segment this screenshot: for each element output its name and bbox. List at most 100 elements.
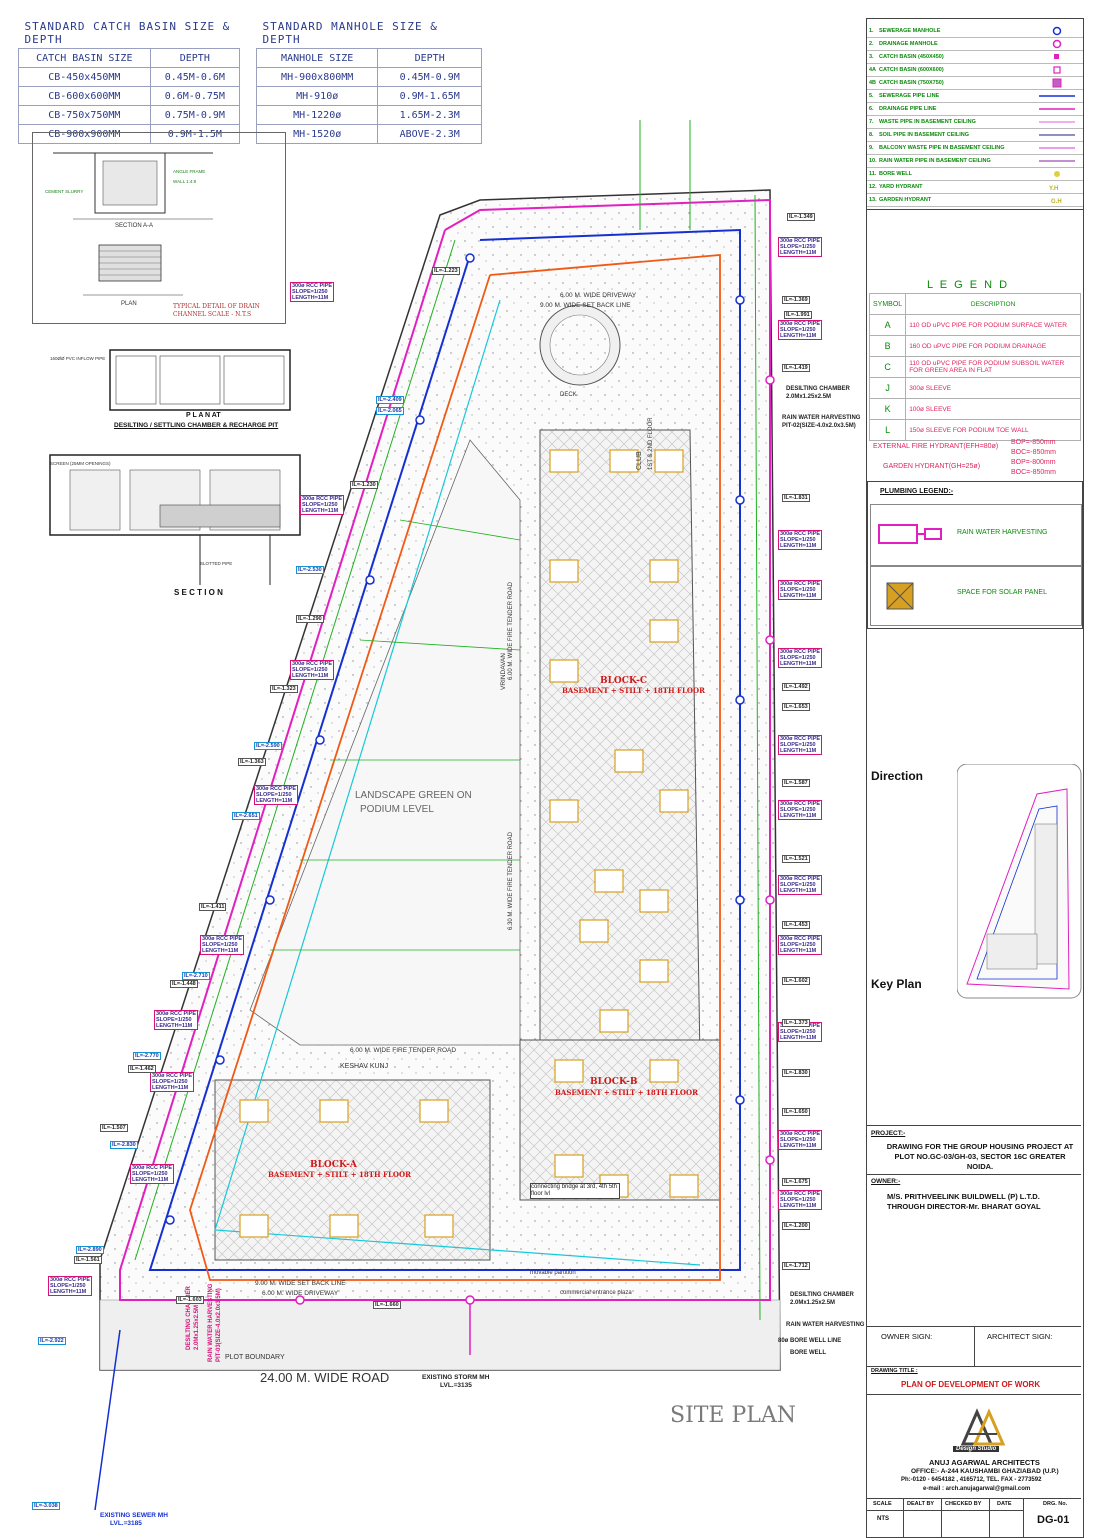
callout-line: LENGTH=11M: [780, 250, 817, 256]
callout-line: SLOPE=1/250: [256, 792, 292, 798]
il-callout: IL=-1.831: [782, 494, 810, 502]
cb-depth: 0.9M-1.5M: [149, 124, 241, 144]
gh-boc: BOC=-850mm: [1011, 469, 1056, 476]
section-aa-label: SECTION A-A: [115, 223, 154, 229]
divider: [974, 1326, 975, 1366]
catch-basin-table: STANDARD CATCH BASIN SIZE & DEPTH CATCH …: [18, 18, 241, 144]
il-callout: IL=-1.349: [787, 213, 815, 221]
il-callout: IL=-1.448: [170, 980, 198, 988]
rwh-a-label: RAIN WATER HARVESTING: [208, 1283, 214, 1362]
site-plan-drawing: [94, 120, 781, 1511]
legend-text: CATCH BASIN (450X450): [879, 54, 944, 60]
legend-no: 10.: [869, 158, 877, 164]
callout-line: 300ø RCC PIPE: [780, 1191, 821, 1197]
efh-label: EXTERNAL FIRE HYDRANT(EFH=80ø): [873, 443, 999, 450]
il-callout: IL=-2.890: [76, 1246, 104, 1254]
callout-line: 300ø RCC PIPE: [256, 786, 297, 792]
driveway-top-label: 6.00 M. WIDE DRIVEWAY: [560, 292, 637, 299]
checked-by-label: CHECKED BY: [945, 1501, 982, 1507]
legend-symbol: J: [868, 377, 907, 399]
callout-line: SLOPE=1/250: [780, 942, 816, 948]
callout-line: LENGTH=11M: [780, 748, 817, 754]
mh-depth: ABOVE-2.3M: [377, 124, 482, 144]
callout-line: LENGTH=11M: [156, 1023, 193, 1029]
legend-no: 4A: [869, 67, 877, 73]
gh-bop: BOP=-800mm: [1011, 459, 1056, 466]
balcony-waste-icon: [1039, 147, 1075, 149]
legend-row: 11.BORE WELL: [867, 168, 1083, 182]
bore-well-line-label: 80ø BORE WELL LINE: [778, 1338, 842, 1344]
plumbing-legend: PLUMBING LEGEND:- RAIN WATER HARVESTING …: [867, 481, 1083, 629]
callout-line: LENGTH=11M: [780, 888, 817, 894]
setback-label: 9.00 M. WIDE SET BACK LINE: [255, 1280, 346, 1287]
il-callout: IL=-1.290: [296, 615, 324, 623]
callout-line: 300ø RCC PIPE: [780, 649, 821, 655]
callout-line: LENGTH=11M: [780, 1035, 817, 1041]
legend-symbol: C: [868, 356, 907, 378]
legend-no: 7.: [869, 119, 874, 125]
club-label: CLUB: [636, 451, 643, 470]
legend-text: CATCH BASIN (600X600): [879, 67, 944, 73]
rwh-b-pit: PIT-02(SIZE-4.0x2.0x3.5M): [782, 423, 856, 429]
block-a-sub: BASEMENT + STILT + 18TH FLOOR: [268, 1170, 411, 1179]
callout-line: 300ø RCC PIPE: [132, 1165, 173, 1171]
legend-text: SOIL PIPE IN BASEMENT CEILING: [879, 132, 970, 138]
soil-pipe-icon: [1039, 134, 1075, 136]
callout-line: LENGTH=11M: [780, 1143, 817, 1149]
legend-row: 10.RAIN WATER PIPE IN BASEMENT CEILING: [867, 155, 1083, 169]
il-callout: IL=-1.223: [432, 267, 460, 275]
solar-panel-icon: [886, 582, 914, 610]
callout-line: 300ø RCC PIPE: [202, 936, 243, 942]
il-callout: IL=-1.602: [782, 977, 810, 985]
owner-line2: THROUGH DIRECTOR-Mr. BHARAT GOYAL: [887, 1202, 1041, 1211]
il-callout: IL=-1.712: [782, 1262, 810, 1270]
legend-no: 13.: [869, 197, 877, 203]
setback-top-label: 9.00 M. WIDE SET BACK LINE: [540, 302, 631, 309]
legend-col-symbol: SYMBOL: [868, 293, 907, 315]
rwh-c-label: RAIN WATER HARVESTING: [786, 1322, 865, 1328]
il-callout: IL=-1.650: [782, 1108, 810, 1116]
callout-line: 300ø RCC PIPE: [152, 1073, 193, 1079]
legend-text: RAIN WATER PIPE IN BASEMENT CEILING: [879, 158, 991, 164]
il-callout: IL=-1.411: [199, 903, 227, 911]
rain-pipe-icon: [1039, 160, 1075, 162]
il-callout: IL=-1.373: [782, 1019, 810, 1027]
legend-no: 6.: [869, 106, 874, 112]
desilting-b-size: 2.0Mx1.25x2.5M: [786, 394, 832, 400]
callout-line: 300ø RCC PIPE: [156, 1011, 197, 1017]
callout-line: SLOPE=1/250: [780, 1137, 816, 1143]
plan-at-label: P L A N AT: [186, 412, 221, 419]
block-a-label: BLOCK-A: [310, 1160, 357, 1170]
callout-line: 300ø RCC PIPE: [780, 238, 821, 244]
callout-line: SLOPE=1/250: [780, 882, 816, 888]
divider: [903, 1498, 904, 1538]
mh-size: MH-1520ø: [255, 124, 379, 144]
block-a: [214, 1079, 491, 1261]
drainage-line-outer: [119, 198, 771, 1301]
callout-line: 300ø RCC PIPE: [302, 496, 343, 502]
owner-label: OWNER:-: [871, 1178, 901, 1185]
bore-well-icon: [1054, 171, 1060, 177]
legend-desc: 100ø SLEEVE: [905, 398, 1081, 420]
legend-no: 12.: [869, 184, 877, 190]
callout-line: LENGTH=11M: [50, 1289, 87, 1295]
divider: [941, 1498, 942, 1538]
legend-col-desc: DESCRIPTION: [905, 293, 1081, 315]
callout-line: LENGTH=11M: [292, 295, 329, 301]
callout-line: 300ø RCC PIPE: [780, 936, 821, 942]
title-block: PROJECT:- DRAWING FOR THE GROUP HOUSING …: [867, 1125, 1081, 1538]
il-callout: IL=-1.991: [784, 311, 812, 319]
callout-line: LENGTH=11M: [780, 661, 817, 667]
catch-basin-icon: [1052, 78, 1062, 88]
keshav-kunj-label: KESHAV KUNJ: [340, 1063, 389, 1070]
legend-no: 9.: [869, 145, 874, 151]
il-callout: IL=-2.710: [182, 972, 210, 980]
